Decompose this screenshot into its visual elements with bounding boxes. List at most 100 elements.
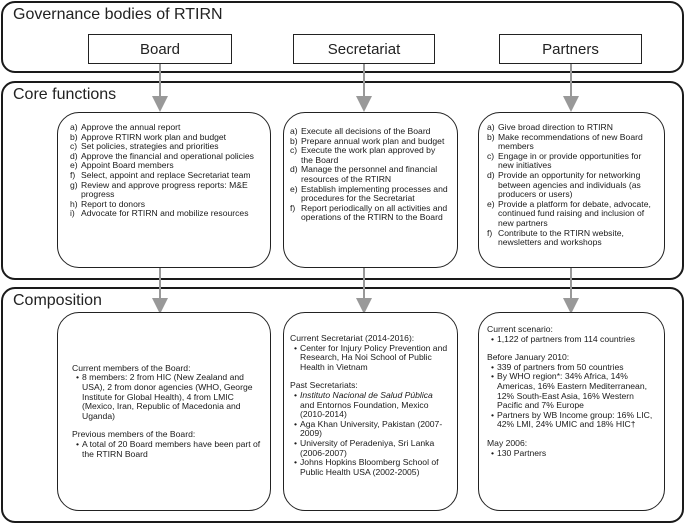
partners-function-item: b)Make recommendations of new Board memb… <box>487 131 656 152</box>
board-previous-item: •A total of 20 Board members have been p… <box>72 439 262 459</box>
board-function-item: d)Approve the financial and operational … <box>70 150 262 162</box>
secretariat-function-item: e)Establish implementing processes and p… <box>290 183 449 204</box>
secretariat-current-item: •Center for Injury Policy Prevention and… <box>290 342 449 373</box>
list-text: Approve the financial and operational po… <box>81 150 254 161</box>
list-text: Appoint Board members <box>81 160 174 171</box>
secretariat-function-item: b)Prepare annual work plan and budget <box>290 135 449 147</box>
partners-may-label: May 2006: <box>487 437 528 448</box>
list-text: Set policies, strategies and priorities <box>81 141 219 152</box>
bullet-text: Johns Hopkins Bloomberg School of Public… <box>300 457 439 477</box>
secretariat-current-label: Current Secretariat (2014-2016): <box>290 333 415 343</box>
partners-function-item: d)Provide an opportunity for networking … <box>487 169 656 200</box>
list-text: Execute the work plan approved by the Bo… <box>301 145 436 165</box>
board-function-item: b)Approve RTIRN work plan and budget <box>70 131 262 143</box>
list-text: Approve RTIRN work plan and budget <box>81 131 227 142</box>
list-text: Engage in or provide opportunities for n… <box>498 150 642 171</box>
list-marker: c) <box>70 141 78 152</box>
board-header-box: Board <box>88 34 232 64</box>
list-text: Establish implementing processes and pro… <box>301 183 448 204</box>
partners-current-items: •1,122 of partners from 114 countries <box>487 333 656 345</box>
list-marker: e) <box>290 183 298 194</box>
partners-may-items: •130 Partners <box>487 447 656 459</box>
core-functions-title: Core functions <box>13 86 117 103</box>
bullet-text: 339 of partners from 50 countries <box>497 361 624 372</box>
secretariat-current-items: •Center for Injury Policy Prevention and… <box>290 342 449 373</box>
board-function-item: g)Review and approve progress reports: M… <box>70 179 262 200</box>
insp-italic-name: Instituto Nacional de Salud Pública <box>300 389 433 400</box>
list-text: Provide an opportunity for networking be… <box>498 169 641 200</box>
bullet-icon: • <box>491 409 495 420</box>
list-text: Make recommendations of new Board member… <box>498 131 643 152</box>
list-text: Manage the personnel and financial resou… <box>301 164 438 184</box>
list-marker: c) <box>487 150 495 161</box>
board-function-item: h)Report to donors <box>70 198 262 210</box>
list-marker: a) <box>290 126 298 136</box>
bullet-text: Aga Khan University, Pakistan (2007-2009… <box>300 418 443 439</box>
list-marker: i) <box>70 208 75 219</box>
secretariat-function-item: f) Report periodically on all activities … <box>290 202 449 223</box>
secretariat-function-item: d)Manage the personnel and financial res… <box>290 165 449 184</box>
bullet-icon: • <box>491 333 495 344</box>
secretariat-past-item: •Aga Khan University, Pakistan (2007-200… <box>290 418 449 439</box>
partners-function-item: a)Give broad direction to RTIRN <box>487 122 656 133</box>
partners-before-items: •339 of partners from 50 countries•By WH… <box>487 361 656 430</box>
secretariat-composition-panel: Current Secretariat (2014-2016): •Center… <box>283 312 458 511</box>
list-text: Give broad direction to RTIRN <box>498 122 613 132</box>
list-marker: b) <box>290 135 298 146</box>
partners-function-item: e)Provide a platform for debate, advocat… <box>487 198 656 229</box>
board-previous-items: •A total of 20 Board members have been p… <box>72 439 262 459</box>
bullet-text: University of Peradeniya, Sri Lanka (200… <box>300 437 435 458</box>
secretariat-past-items: •Aga Khan University, Pakistan (2007-200… <box>290 418 449 478</box>
board-function-item: f)Select, appoint and replace Secretaria… <box>70 169 262 181</box>
partners-before-item: •By WHO region*: 34% Africa, 14% America… <box>487 372 656 410</box>
list-text: Report periodically on all activities an… <box>301 202 448 223</box>
list-marker: d) <box>290 164 298 175</box>
list-marker: d) <box>70 150 78 161</box>
list-text: Advocate for RTIRN and mobilize resource… <box>81 208 249 219</box>
list-marker: a) <box>70 122 78 132</box>
partners-function-item: f)Contribute to the RTIRN website, newsl… <box>487 227 656 248</box>
bullet-icon: • <box>491 361 495 372</box>
insp-rest: and Entornos Foundation, Mexico (2010-20… <box>300 399 429 420</box>
list-text: Contribute to the RTIRN website, newslet… <box>498 227 624 248</box>
bullet-icon: • <box>76 372 80 383</box>
list-marker: c) <box>290 145 298 156</box>
list-text: Approve the annual report <box>81 122 181 132</box>
list-marker: h) <box>70 198 78 209</box>
partners-before-item: •Partners by WB Income group: 16% LIC, 4… <box>487 409 656 430</box>
partners-may-item: •130 Partners <box>487 447 656 459</box>
bullet-text: 8 members: 2 from HIC (New Zealand and U… <box>82 372 253 421</box>
list-text: Provide a platform for debate, advocate,… <box>498 198 651 228</box>
secretariat-function-item: a)Execute all decisions of the Board <box>290 126 449 137</box>
bullet-text: 130 Partners <box>497 447 547 458</box>
board-function-item: e)Appoint Board members <box>70 161 262 171</box>
bullet-icon: • <box>491 371 495 382</box>
board-current-items: •8 members: 2 from HIC (New Zealand and … <box>72 373 262 421</box>
list-text: Prepare annual work plan and budget <box>301 135 445 146</box>
list-marker: e) <box>70 160 78 171</box>
bullet-icon: • <box>491 447 495 458</box>
board-function-item: c)Set policies, strategies and prioritie… <box>70 142 262 152</box>
bullet-icon: • <box>294 437 298 448</box>
bullet-icon: • <box>294 342 298 353</box>
bullet-text: Partners by WB Income group: 16% LIC, 42… <box>497 409 653 430</box>
bullet-text: Center for Injury Policy Prevention and … <box>300 342 448 372</box>
list-marker: f) <box>290 202 296 213</box>
secretariat-header-box: Secretariat <box>293 34 435 64</box>
board-previous-label: Previous members of the Board: <box>72 429 196 440</box>
board-function-item: a)Approve the annual report <box>70 122 262 133</box>
bullet-text: 1,122 of partners from 114 countries <box>497 333 635 344</box>
list-text: Execute all decisions of the Board <box>301 126 431 136</box>
partners-before-item: •339 of partners from 50 countries <box>487 361 656 373</box>
list-marker: g) <box>70 179 78 190</box>
board-current-label: Current members of the Board: <box>72 362 191 373</box>
bullet-icon: • <box>294 457 298 468</box>
bullet-icon: • <box>294 418 298 429</box>
list-marker: f) <box>70 169 76 180</box>
list-marker: b) <box>487 131 495 142</box>
partners-current-label: Current scenario: <box>487 324 553 334</box>
secretariat-past-item-first: • Instituto Nacional de Salud Pública an… <box>294 389 433 420</box>
